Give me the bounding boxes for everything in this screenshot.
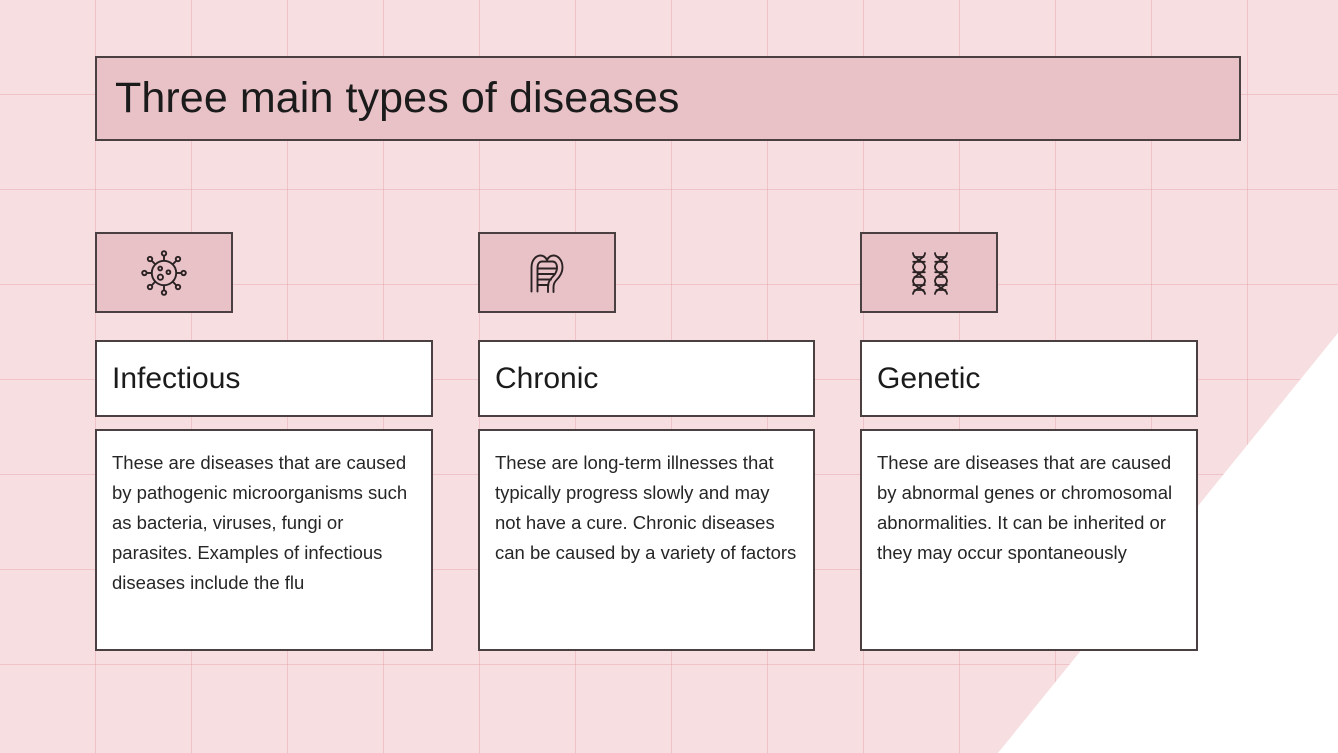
- column-heading: Genetic: [877, 361, 981, 395]
- body-box-infectious: These are diseases that are caused by pa…: [95, 429, 433, 651]
- heading-box-infectious: Infectious: [95, 340, 433, 417]
- virus-icon: [138, 247, 190, 299]
- disease-column-chronic: Chronic These are long-term illnesses th…: [478, 232, 815, 651]
- disease-column-infectious: Infectious These are diseases that are c…: [95, 232, 433, 651]
- dna-icon: [903, 247, 955, 299]
- column-heading: Infectious: [112, 361, 241, 395]
- icon-box-chronic: [478, 232, 616, 313]
- column-body-text: These are diseases that are caused by ab…: [877, 452, 1173, 563]
- intestine-icon: [521, 247, 573, 299]
- body-box-chronic: These are long-term illnesses that typic…: [478, 429, 815, 651]
- column-heading: Chronic: [495, 361, 599, 395]
- heading-box-genetic: Genetic: [860, 340, 1198, 417]
- icon-box-infectious: [95, 232, 233, 313]
- slide-title-bar: Three main types of diseases: [95, 56, 1241, 141]
- heading-box-chronic: Chronic: [478, 340, 815, 417]
- icon-box-genetic: [860, 232, 998, 313]
- column-body-text: These are long-term illnesses that typic…: [495, 452, 797, 563]
- body-box-genetic: These are diseases that are caused by ab…: [860, 429, 1198, 651]
- page-title: Three main types of diseases: [115, 74, 680, 122]
- column-body-text: These are diseases that are caused by pa…: [112, 452, 408, 593]
- disease-column-genetic: Genetic These are diseases that are caus…: [860, 232, 1198, 651]
